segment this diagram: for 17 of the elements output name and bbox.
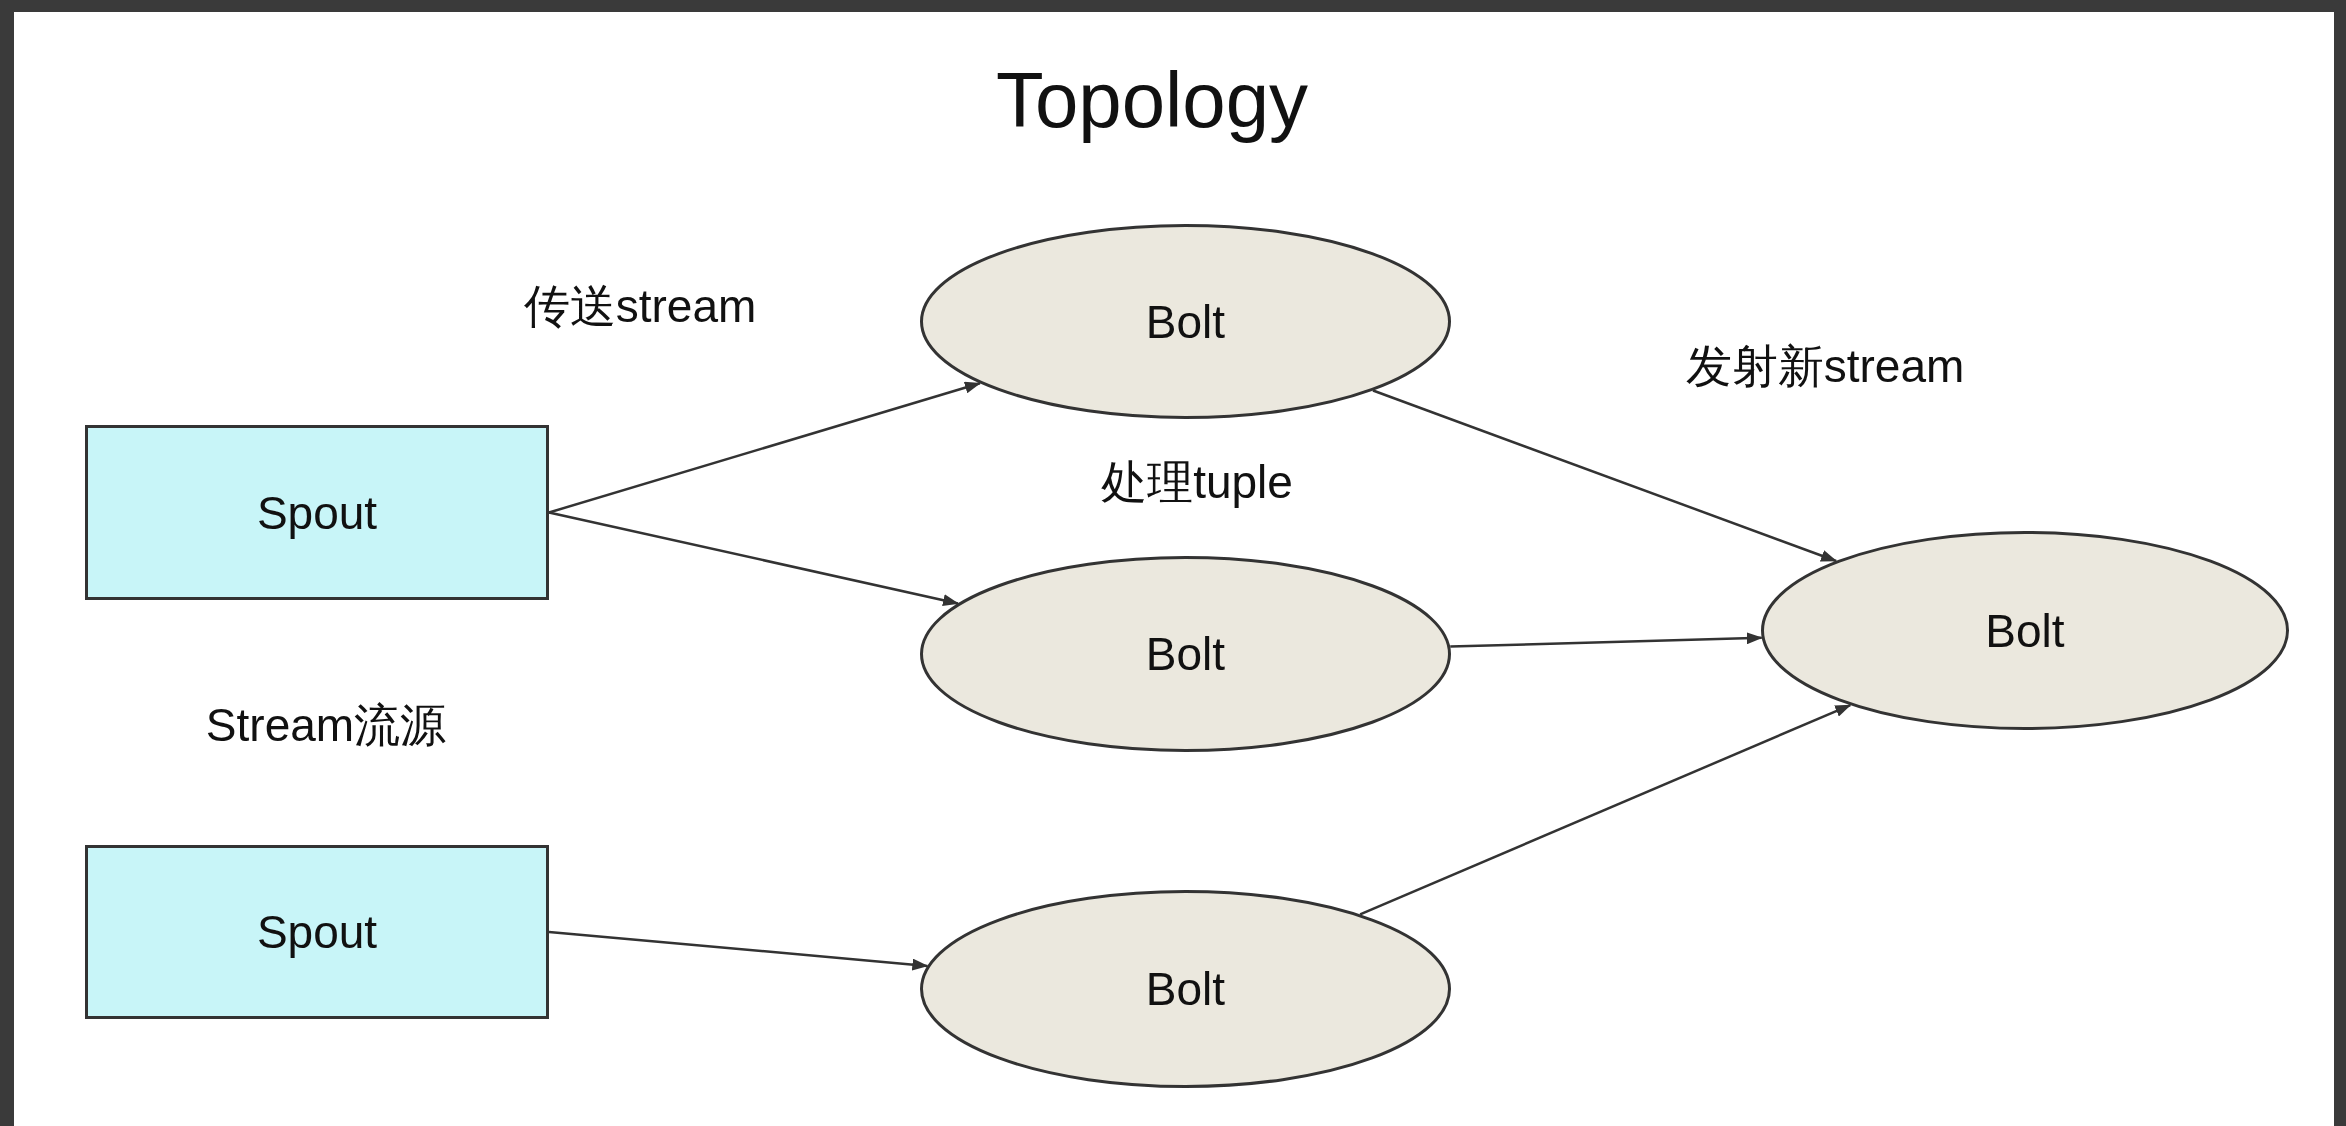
arrow [548, 381, 981, 514]
arrow [548, 511, 960, 607]
ellipse-node: Bolt [920, 224, 1451, 419]
ellipse-node: Bolt [920, 556, 1451, 752]
arrow [1450, 632, 1763, 648]
ellipse-node: Bolt [1761, 531, 2289, 730]
arrow [1359, 703, 1852, 916]
arrow [1372, 389, 1838, 563]
annotation-text: 发射新stream [1685, 339, 1965, 394]
ellipse-node: Bolt [920, 890, 1451, 1088]
annotation-text: 处理tuple [1101, 455, 1293, 510]
annotation-text: 传送stream [523, 279, 757, 334]
arrow [548, 930, 929, 971]
annotation-text: Stream流源 [205, 698, 447, 753]
process-box: Spout [85, 845, 549, 1019]
process-box: Spout [85, 425, 549, 600]
title: Topology [995, 54, 1309, 146]
